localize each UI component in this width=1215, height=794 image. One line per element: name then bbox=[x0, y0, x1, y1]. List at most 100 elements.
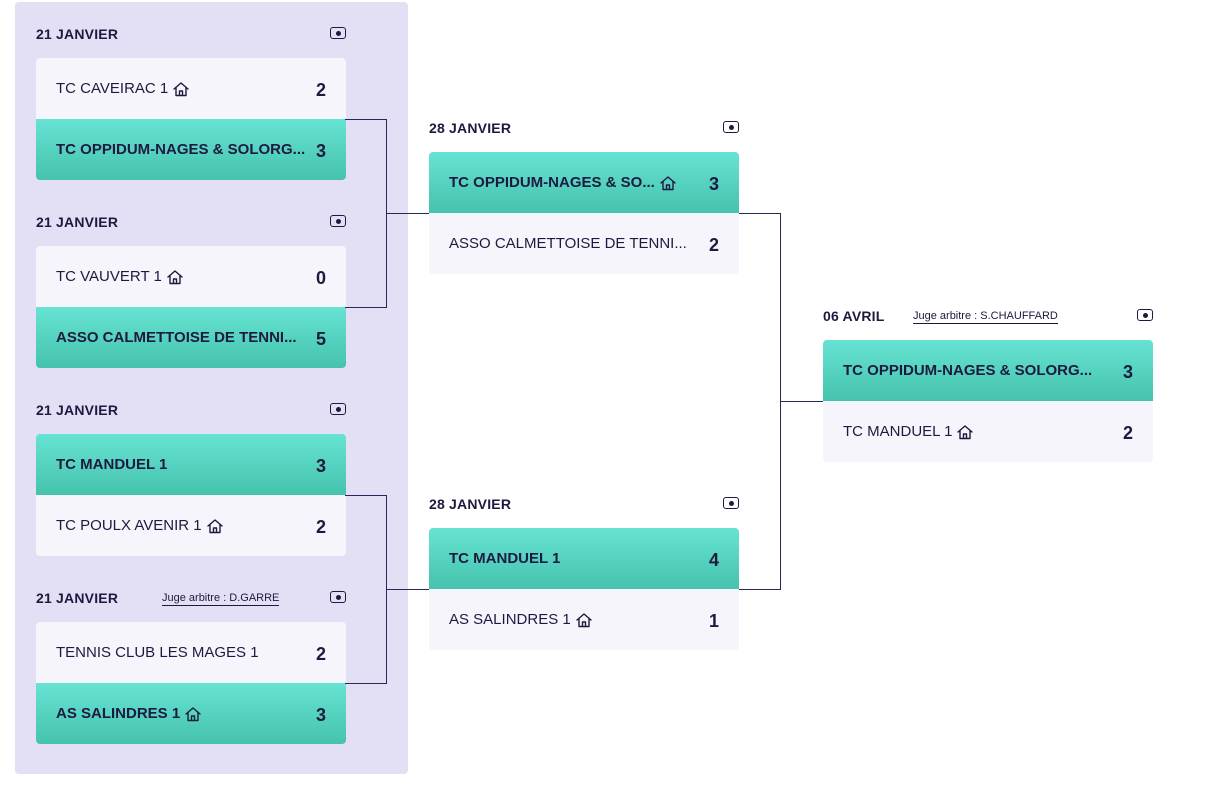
match-card: 21 JANVIER Juge arbitre : D.GARRE TENNIS C… bbox=[36, 564, 346, 744]
team-row[interactable]: TC MANDUEL 1 3 bbox=[36, 434, 346, 495]
team-row[interactable]: TC MANDUEL 1 2 bbox=[823, 401, 1153, 462]
referee-link[interactable]: Juge arbitre : D.GARRE bbox=[162, 592, 280, 606]
match-card: 21 JANVIER TC MANDUEL 1 3 TC POULX AVENIR 1… bbox=[36, 376, 346, 556]
match-header: 21 JANVIER bbox=[36, 376, 346, 434]
team-name-text: TC POULX AVENIR 1 bbox=[56, 517, 202, 534]
team-row[interactable]: ASSO CALMETTOISE DE TENNI... 2 bbox=[429, 213, 739, 274]
team-name-text: TC MANDUEL 1 bbox=[449, 550, 561, 567]
team-name: TENNIS CLUB LES MAGES 1 bbox=[56, 644, 259, 661]
match-card: 21 JANVIER TC CAVEIRAC 1 2 TC OPPIDUM-NAGES… bbox=[36, 0, 346, 180]
bracket-connector bbox=[345, 307, 386, 308]
team-score: 2 bbox=[1122, 423, 1133, 443]
match-date: 21 JANVIER bbox=[36, 590, 119, 606]
team-row[interactable]: TENNIS CLUB LES MAGES 1 2 bbox=[36, 622, 346, 683]
team-score: 5 bbox=[315, 329, 326, 349]
live-stream-icon[interactable] bbox=[330, 403, 346, 415]
home-icon bbox=[166, 269, 184, 285]
team-name-text: TC OPPIDUM-NAGES & SO... bbox=[449, 174, 655, 191]
match-header: 28 JANVIER bbox=[429, 470, 739, 528]
team-score: 2 bbox=[315, 644, 326, 664]
team-row[interactable]: TC CAVEIRAC 1 2 bbox=[36, 58, 346, 119]
team-score: 4 bbox=[708, 550, 719, 570]
live-stream-icon[interactable] bbox=[330, 215, 346, 227]
team-name: TC MANDUEL 1 bbox=[56, 456, 167, 473]
match-header: 21 JANVIER bbox=[36, 188, 346, 246]
team-name-text: TENNIS CLUB LES MAGES 1 bbox=[56, 644, 259, 661]
team-name: TC OPPIDUM-NAGES & SOLORG... bbox=[56, 141, 305, 158]
team-name-text: TC CAVEIRAC 1 bbox=[56, 80, 169, 97]
match-date: 28 JANVIER bbox=[429, 496, 512, 512]
team-name-text: TC MANDUEL 1 bbox=[843, 423, 953, 440]
team-row[interactable]: TC OPPIDUM-NAGES & SOLORG... 3 bbox=[36, 119, 346, 180]
team-row[interactable]: AS SALINDRES 1 3 bbox=[36, 683, 346, 744]
team-name-text: TC OPPIDUM-NAGES & SOLORG... bbox=[843, 362, 1093, 379]
match-date: 28 JANVIER bbox=[429, 120, 512, 136]
match-header: 06 AVRIL Juge arbitre : S.CHAUFFARD bbox=[823, 282, 1153, 340]
team-score: 2 bbox=[315, 517, 326, 537]
team-row[interactable]: TC VAUVERT 1 0 bbox=[36, 246, 346, 307]
team-name: ASSO CALMETTOISE DE TENNI... bbox=[449, 235, 687, 252]
match-teams: TC OPPIDUM-NAGES & SOLORG... 3 TC MANDUEL … bbox=[823, 340, 1153, 462]
team-score: 3 bbox=[315, 456, 326, 476]
match-teams: TC MANDUEL 1 3 TC POULX AVENIR 1 2 bbox=[36, 434, 346, 556]
match-card: 28 JANVIER TC MANDUEL 1 4 AS SALINDRES 1 1 bbox=[429, 470, 739, 650]
live-stream-icon[interactable] bbox=[1137, 309, 1153, 321]
home-icon bbox=[659, 175, 677, 191]
match-date: 21 JANVIER bbox=[36, 214, 119, 230]
home-icon bbox=[206, 518, 224, 534]
home-icon bbox=[172, 81, 190, 97]
match-date: 21 JANVIER bbox=[36, 26, 119, 42]
bracket-connector bbox=[345, 119, 386, 120]
team-name-text: ASSO CALMETTOISE DE TENNI... bbox=[56, 329, 297, 346]
team-score: 3 bbox=[708, 174, 719, 194]
bracket-connector bbox=[739, 589, 780, 590]
team-score: 3 bbox=[315, 705, 326, 725]
team-name: ASSO CALMETTOISE DE TENNI... bbox=[56, 329, 297, 346]
team-score: 2 bbox=[315, 80, 326, 100]
team-name-text: AS SALINDRES 1 bbox=[56, 705, 181, 722]
live-stream-icon[interactable] bbox=[330, 591, 346, 603]
team-row[interactable]: TC OPPIDUM-NAGES & SO... 3 bbox=[429, 152, 739, 213]
match-header: 21 JANVIER bbox=[36, 0, 346, 58]
team-name: TC MANDUEL 1 bbox=[843, 423, 974, 440]
team-name: AS SALINDRES 1 bbox=[449, 611, 593, 628]
team-name: TC VAUVERT 1 bbox=[56, 268, 184, 285]
team-row[interactable]: TC MANDUEL 1 4 bbox=[429, 528, 739, 589]
team-name-text: TC MANDUEL 1 bbox=[56, 456, 168, 473]
team-name: TC POULX AVENIR 1 bbox=[56, 517, 224, 534]
bracket-connector bbox=[780, 401, 823, 402]
team-score: 3 bbox=[1122, 362, 1133, 382]
team-name-text: ASSO CALMETTOISE DE TENNI... bbox=[449, 235, 687, 252]
home-icon bbox=[956, 424, 974, 440]
team-score: 1 bbox=[708, 611, 719, 631]
team-row[interactable]: ASSO CALMETTOISE DE TENNI... 5 bbox=[36, 307, 346, 368]
live-stream-icon[interactable] bbox=[723, 497, 739, 509]
match-date: 06 AVRIL bbox=[823, 308, 885, 324]
match-card: 06 AVRIL Juge arbitre : S.CHAUFFARD TC OPP… bbox=[823, 282, 1153, 462]
team-name: TC MANDUEL 1 bbox=[449, 550, 560, 567]
team-name: AS SALINDRES 1 bbox=[56, 705, 202, 722]
live-stream-icon[interactable] bbox=[723, 121, 739, 133]
match-header: 28 JANVIER bbox=[429, 94, 739, 152]
team-score: 0 bbox=[315, 268, 326, 288]
team-row[interactable]: TC POULX AVENIR 1 2 bbox=[36, 495, 346, 556]
bracket-connector bbox=[345, 683, 386, 684]
match-header: 21 JANVIER Juge arbitre : D.GARRE bbox=[36, 564, 346, 622]
bracket-connector bbox=[386, 213, 429, 214]
team-score: 2 bbox=[708, 235, 719, 255]
team-name: TC OPPIDUM-NAGES & SO... bbox=[449, 174, 677, 191]
home-icon bbox=[575, 612, 593, 628]
match-teams: TC MANDUEL 1 4 AS SALINDRES 1 1 bbox=[429, 528, 739, 650]
team-row[interactable]: AS SALINDRES 1 1 bbox=[429, 589, 739, 650]
team-name-text: AS SALINDRES 1 bbox=[449, 611, 571, 628]
match-teams: TENNIS CLUB LES MAGES 1 2 AS SALINDRES 1 3 bbox=[36, 622, 346, 744]
referee-link[interactable]: Juge arbitre : S.CHAUFFARD bbox=[913, 310, 1058, 324]
team-row[interactable]: TC OPPIDUM-NAGES & SOLORG... 3 bbox=[823, 340, 1153, 401]
match-teams: TC CAVEIRAC 1 2 TC OPPIDUM-NAGES & SOLORG.… bbox=[36, 58, 346, 180]
match-date: 21 JANVIER bbox=[36, 402, 119, 418]
team-score: 3 bbox=[315, 141, 326, 161]
live-stream-icon[interactable] bbox=[330, 27, 346, 39]
